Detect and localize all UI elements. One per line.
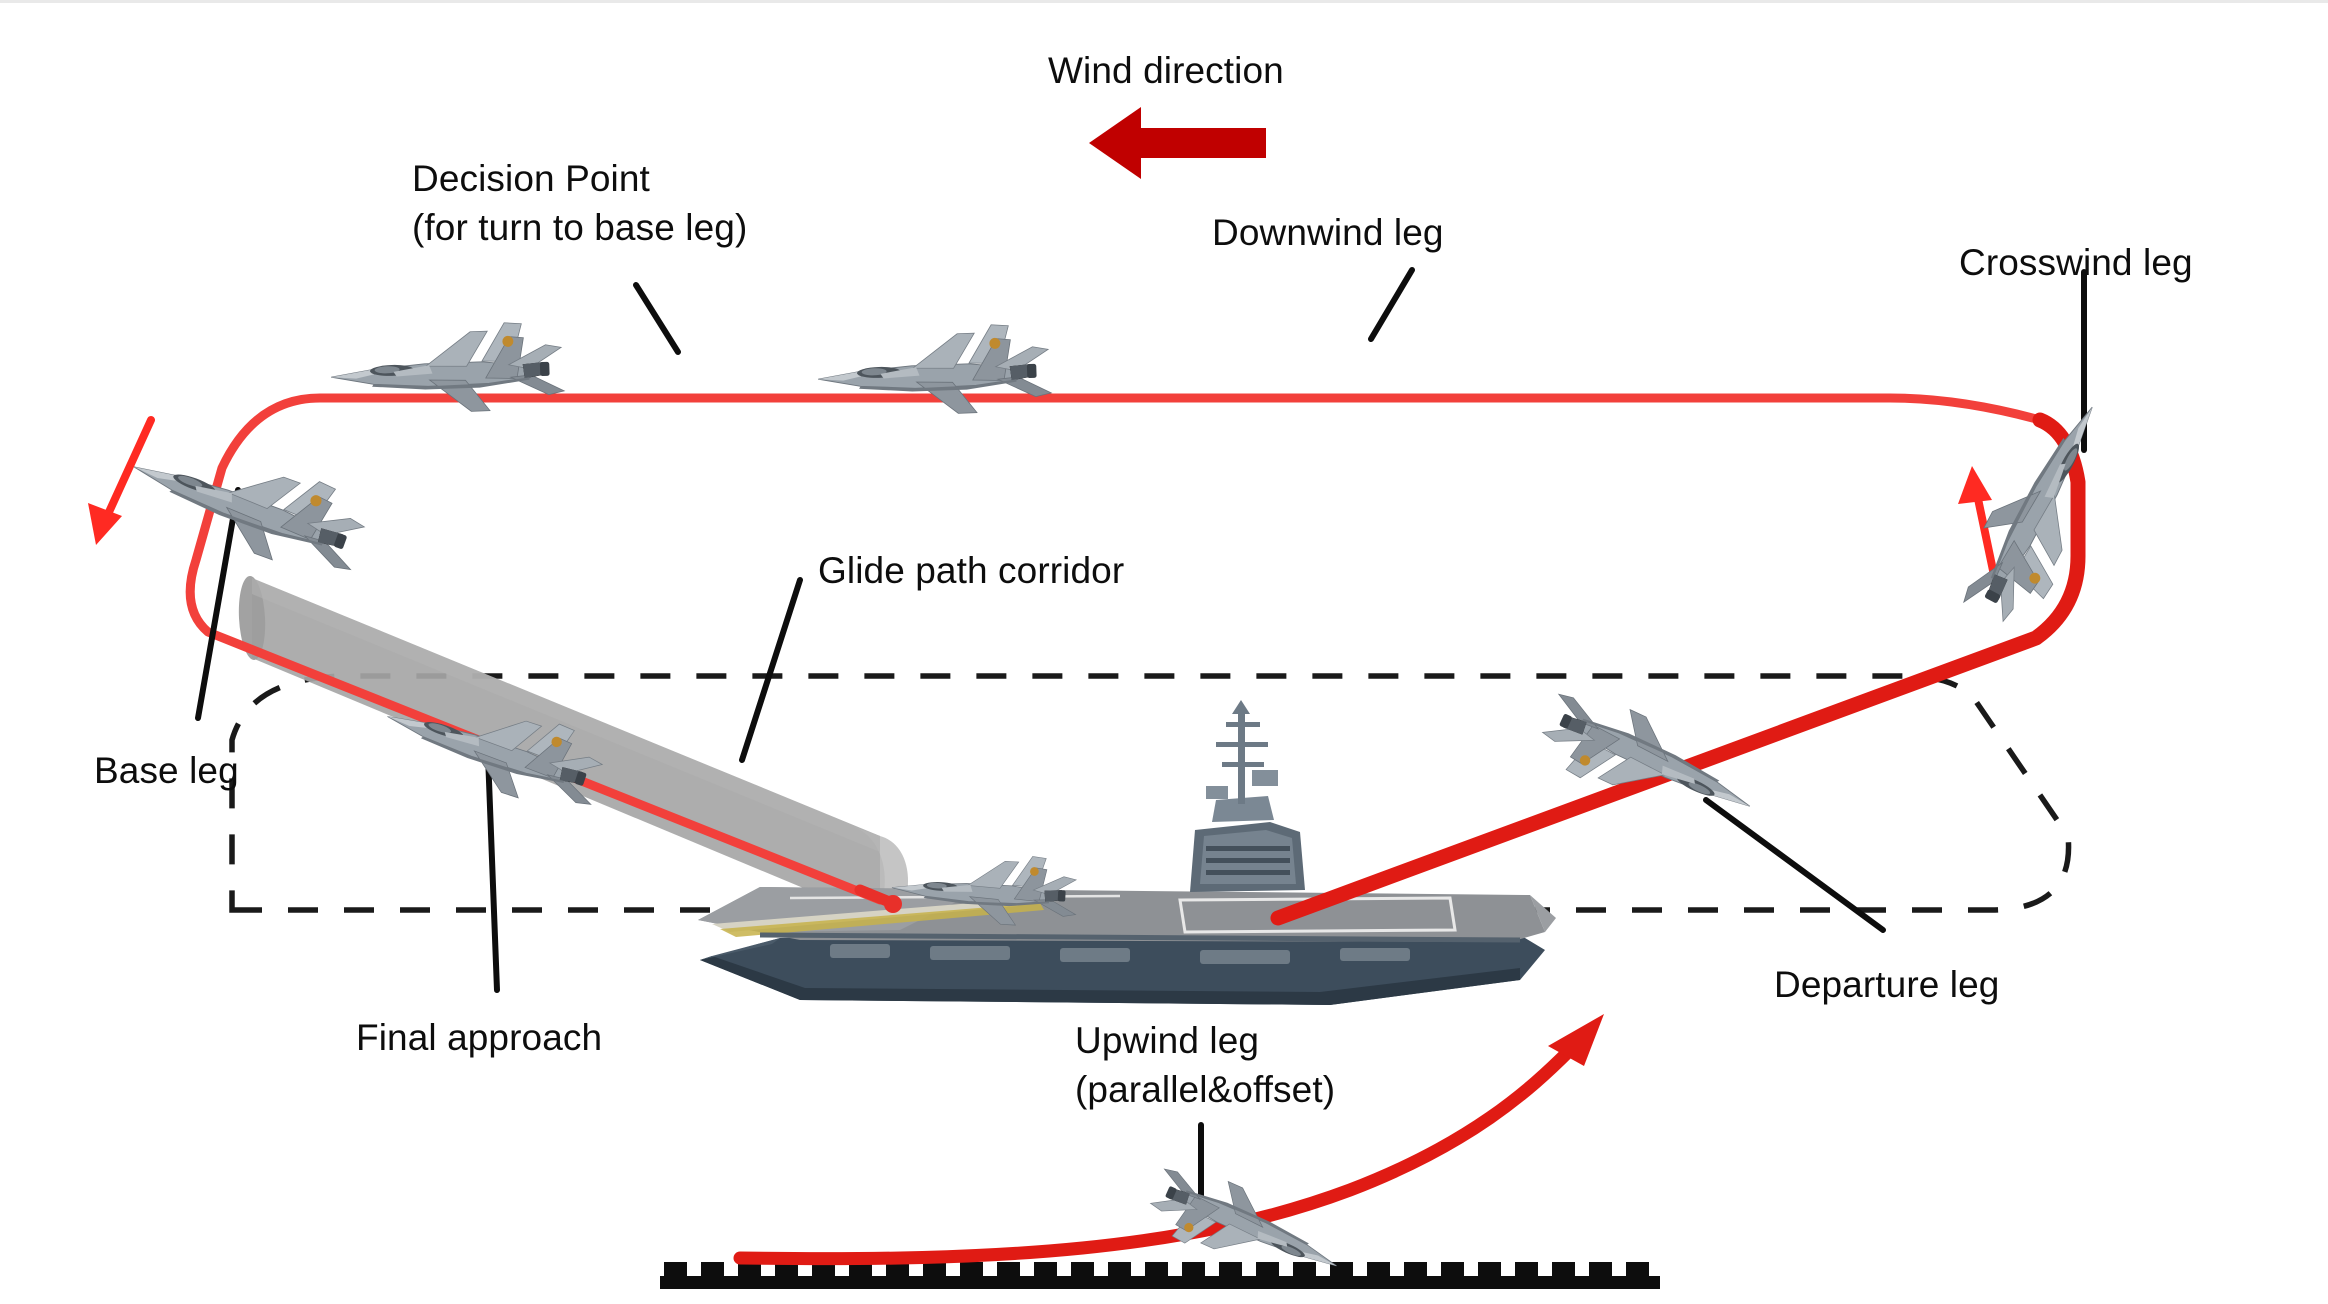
touchdown-marker — [884, 895, 902, 913]
base-leg-direction-arrow — [88, 416, 155, 545]
leader-glide-path-corridor — [739, 577, 803, 763]
label-wind-direction: Wind direction — [1048, 50, 1284, 91]
aircraft-carrier — [698, 700, 1556, 1005]
flight-path-departure-crosswind — [1270, 412, 2086, 926]
top-divider — [0, 0, 2328, 3]
label-crosswind-leg: Crosswind leg — [1959, 242, 2193, 283]
label-upwind-leg-line2: (parallel&offset) — [1075, 1069, 1336, 1110]
label-decision-point-line2: (for turn to base leg) — [412, 207, 748, 248]
label-upwind-leg-line1: Upwind leg — [1075, 1020, 1260, 1061]
dashed-pattern-boundary — [229, 673, 2072, 913]
runway-ground-hatching — [660, 1262, 1660, 1289]
flight-path-circuit — [185, 393, 2045, 913]
wind-direction-arrow — [1089, 107, 1266, 179]
leader-base-leg — [195, 487, 241, 721]
label-downwind-leg: Downwind leg — [1212, 212, 1444, 253]
label-final-approach: Final approach — [356, 1017, 603, 1058]
leader-departure-leg — [1703, 797, 1886, 933]
aircraft-ac-base-leg — [119, 419, 376, 587]
label-departure-leg: Departure leg — [1774, 964, 2000, 1005]
aircraft-ac-departure — [1530, 679, 1766, 849]
label-base-leg: Base leg — [94, 750, 239, 791]
leader-downwind-leg — [1368, 267, 1415, 342]
label-glide-path-corridor: Glide path corridor — [818, 550, 1125, 591]
leader-decision-point — [633, 282, 681, 355]
label-decision-point-line1: Decision Point — [412, 158, 650, 199]
leader-final-approach — [485, 752, 500, 993]
crosswind-direction-arrow — [1958, 466, 1999, 584]
aircraft-ac-downwind — [816, 322, 1053, 419]
flight-path-upwind-climb — [733, 1014, 1604, 1266]
leader-lines — [195, 267, 2087, 1203]
